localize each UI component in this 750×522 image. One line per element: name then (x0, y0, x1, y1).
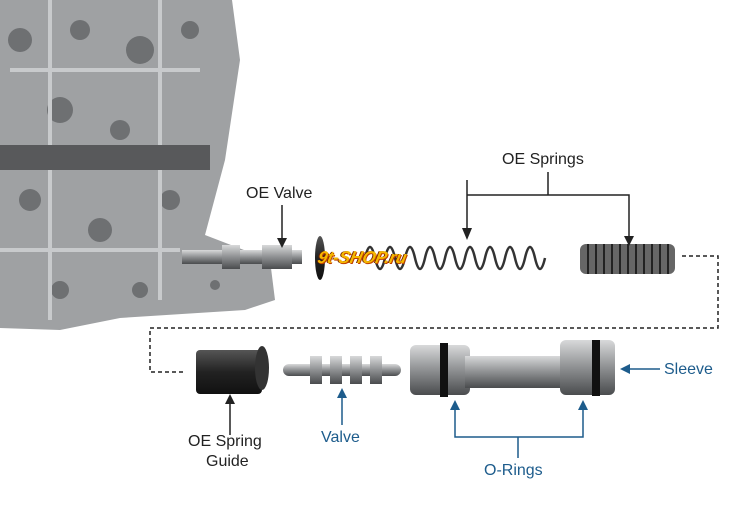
label-o-rings: O-Rings (484, 462, 543, 479)
label-oe-spring-guide-line2: Guide (206, 453, 249, 470)
oe-valve-part (182, 236, 325, 280)
sleeve-part (410, 340, 615, 397)
valve-part (283, 356, 401, 384)
label-oe-valve: OE Valve (246, 185, 313, 202)
oe-spring-guide-part (196, 346, 269, 394)
valve-body-casting (0, 0, 275, 330)
label-oe-spring-guide-line1: OE Spring (188, 433, 262, 450)
label-sleeve: Sleeve (664, 361, 713, 378)
blue-leader-lines (341, 368, 660, 458)
label-oe-springs: OE Springs (502, 151, 584, 168)
watermark-logo: 9t-SHOP.ru (316, 248, 409, 267)
label-valve: Valve (321, 429, 360, 446)
oe-spring-long (363, 245, 547, 271)
oe-spring-short (580, 244, 675, 274)
o-ring-left (440, 343, 448, 397)
dashed-connector (149, 255, 719, 373)
dark-leader-lines (229, 172, 630, 435)
o-ring-right (592, 340, 600, 396)
